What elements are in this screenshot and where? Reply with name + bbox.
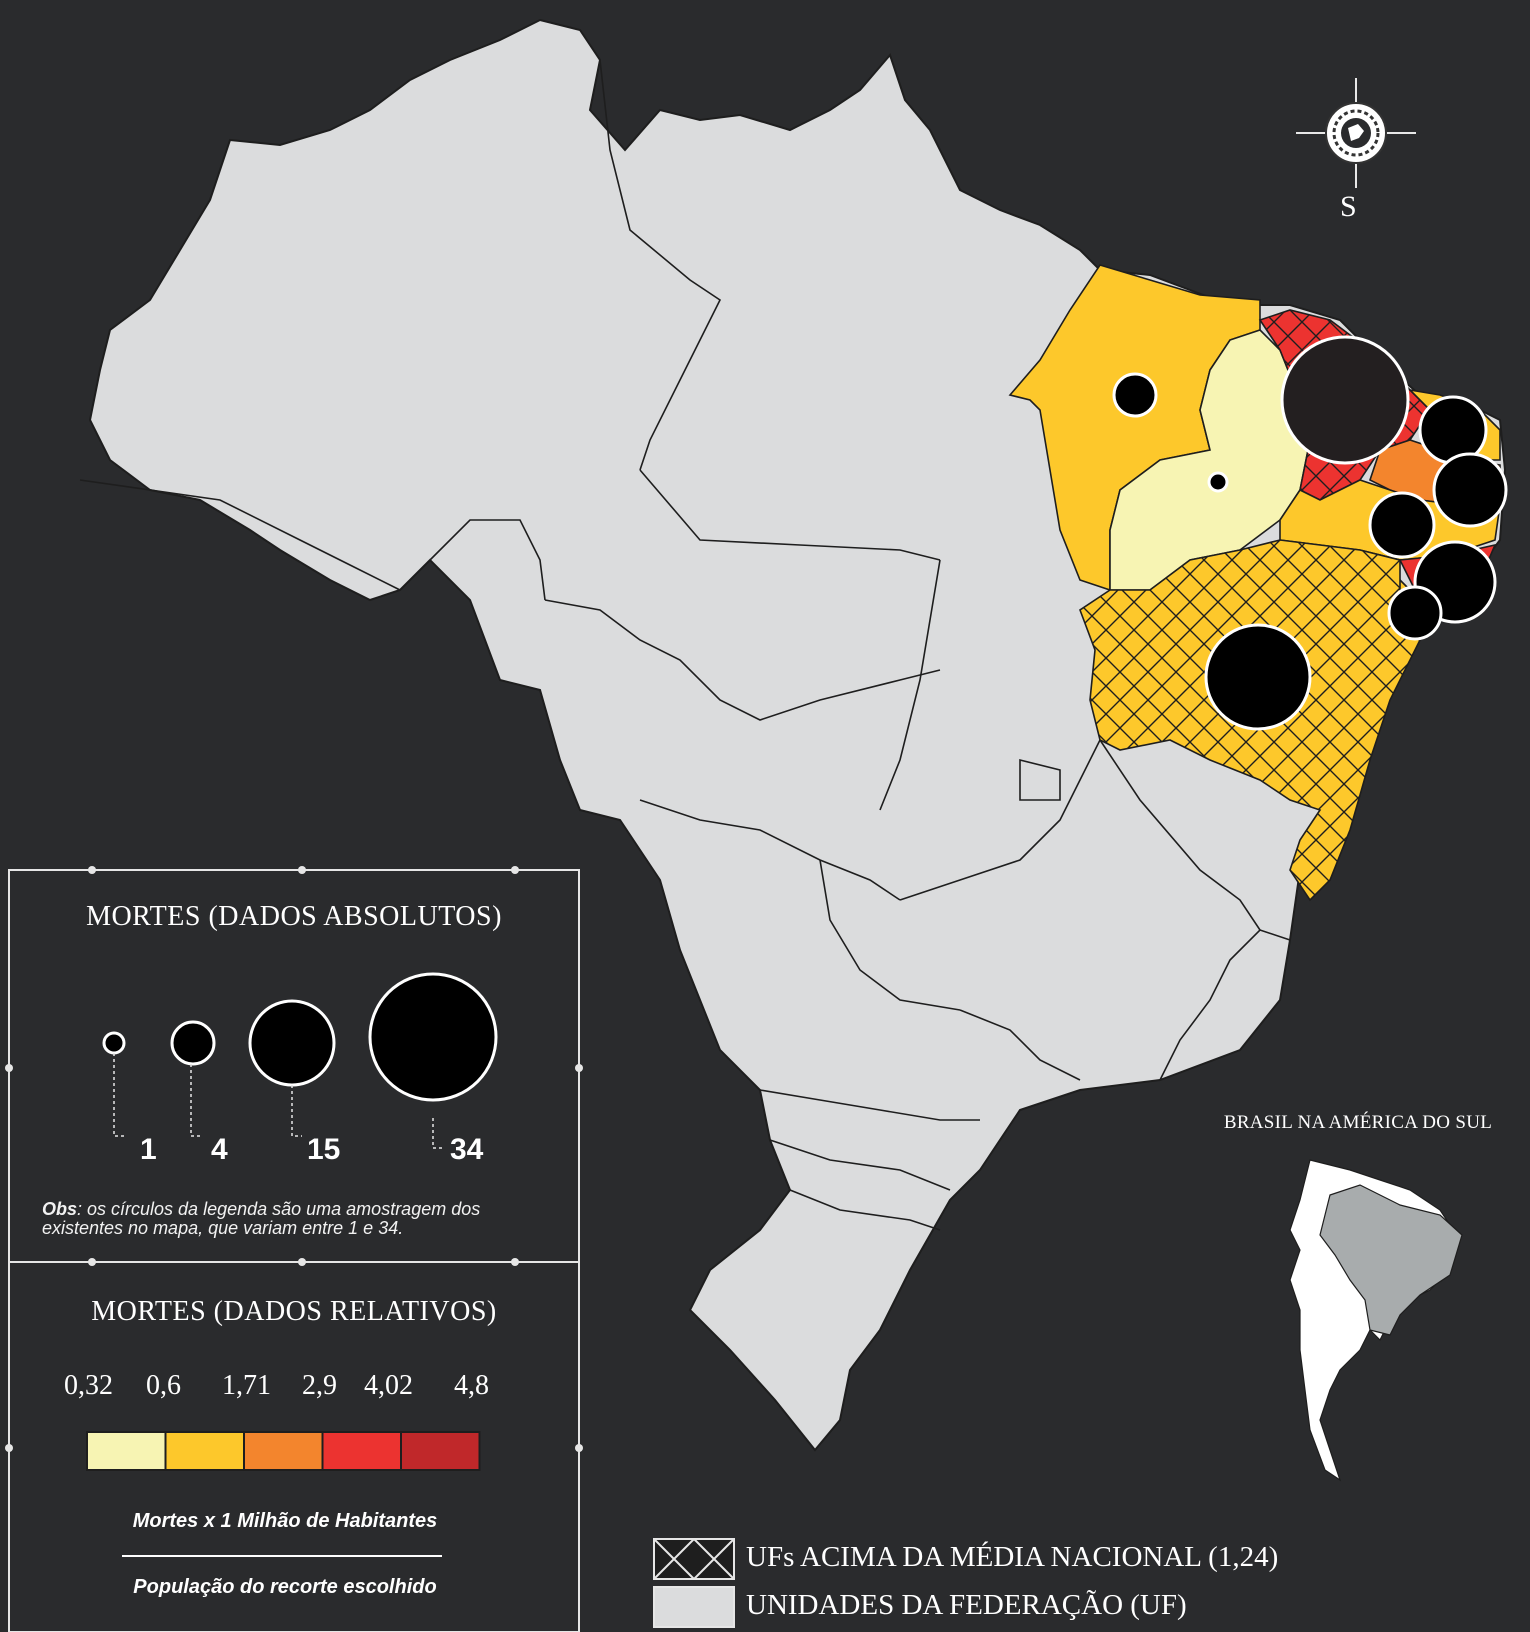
formula-denominator: População do recorte escolhido — [133, 1576, 437, 1598]
legend-value-4: 4 — [211, 1133, 228, 1166]
legend-relative-title: MORTES (DADOS RELATIVOS) — [91, 1296, 497, 1327]
break-3: 2,9 — [302, 1370, 337, 1401]
compass-rose-icon — [1296, 78, 1416, 188]
circle-piaui — [1207, 471, 1229, 493]
circle-ceara — [1280, 335, 1410, 465]
ramp-class-4 — [400, 1431, 481, 1471]
south-america-inset — [1289, 1159, 1463, 1482]
ramp-class-0 — [86, 1431, 167, 1471]
break-1: 0,6 — [146, 1370, 181, 1401]
legend-circle-15 — [248, 999, 336, 1087]
obs-label: Obs — [42, 1199, 78, 1219]
ramp-class-2 — [243, 1431, 324, 1471]
formula-numerator: Mortes x 1 Milhão de Habitantes — [132, 1510, 438, 1532]
break-5: 4,8 — [454, 1370, 489, 1401]
inset-title: BRASIL NA AMÉRICA DO SUL — [1223, 1112, 1493, 1133]
legend-circles — [102, 972, 498, 1102]
break-0: 0,32 — [64, 1370, 113, 1401]
obs-text: : os círculos da legenda são uma amostra… — [42, 1199, 481, 1238]
legend-value-15: 15 — [307, 1133, 341, 1166]
key-plain-swatch — [653, 1586, 735, 1628]
circle-bahia — [1204, 623, 1312, 731]
legend-ornaments — [5, 866, 583, 1452]
legend-circle-4 — [170, 1020, 216, 1066]
state-boundaries — [79, 59, 1291, 1231]
key-hatched-swatch — [653, 1538, 735, 1580]
key-plain-label: UNIDADES DA FEDERAÇÃO (UF) — [746, 1589, 1187, 1621]
compass-label: S — [1340, 190, 1357, 223]
ramp-class-1 — [164, 1431, 245, 1471]
legend-value-34: 34 — [450, 1133, 484, 1166]
legend-leader-lines — [113, 1053, 445, 1149]
legend-absolute-title: MORTES (DADOS ABSOLUTOS) — [86, 901, 502, 932]
key-hatched-label: UFs ACIMA DA MÉDIA NACIONAL (1,24) — [746, 1541, 1279, 1573]
death-circles — [1112, 335, 1508, 731]
legend-obs-note: Obs: os círculos da legenda são uma amos… — [42, 1200, 562, 1238]
legend-value-1: 1 — [140, 1133, 157, 1166]
legend-circle-34 — [368, 972, 498, 1102]
circle-paraiba — [1432, 452, 1508, 528]
circle-sergipe — [1387, 585, 1443, 641]
ramp-class-3 — [321, 1431, 402, 1471]
legend-circle-1 — [102, 1031, 126, 1055]
circle-pernambuco — [1368, 491, 1436, 559]
color-ramp — [86, 1431, 481, 1471]
break-4: 4,02 — [364, 1370, 413, 1401]
circle-maranhao — [1112, 372, 1158, 418]
break-2: 1,71 — [222, 1370, 271, 1401]
